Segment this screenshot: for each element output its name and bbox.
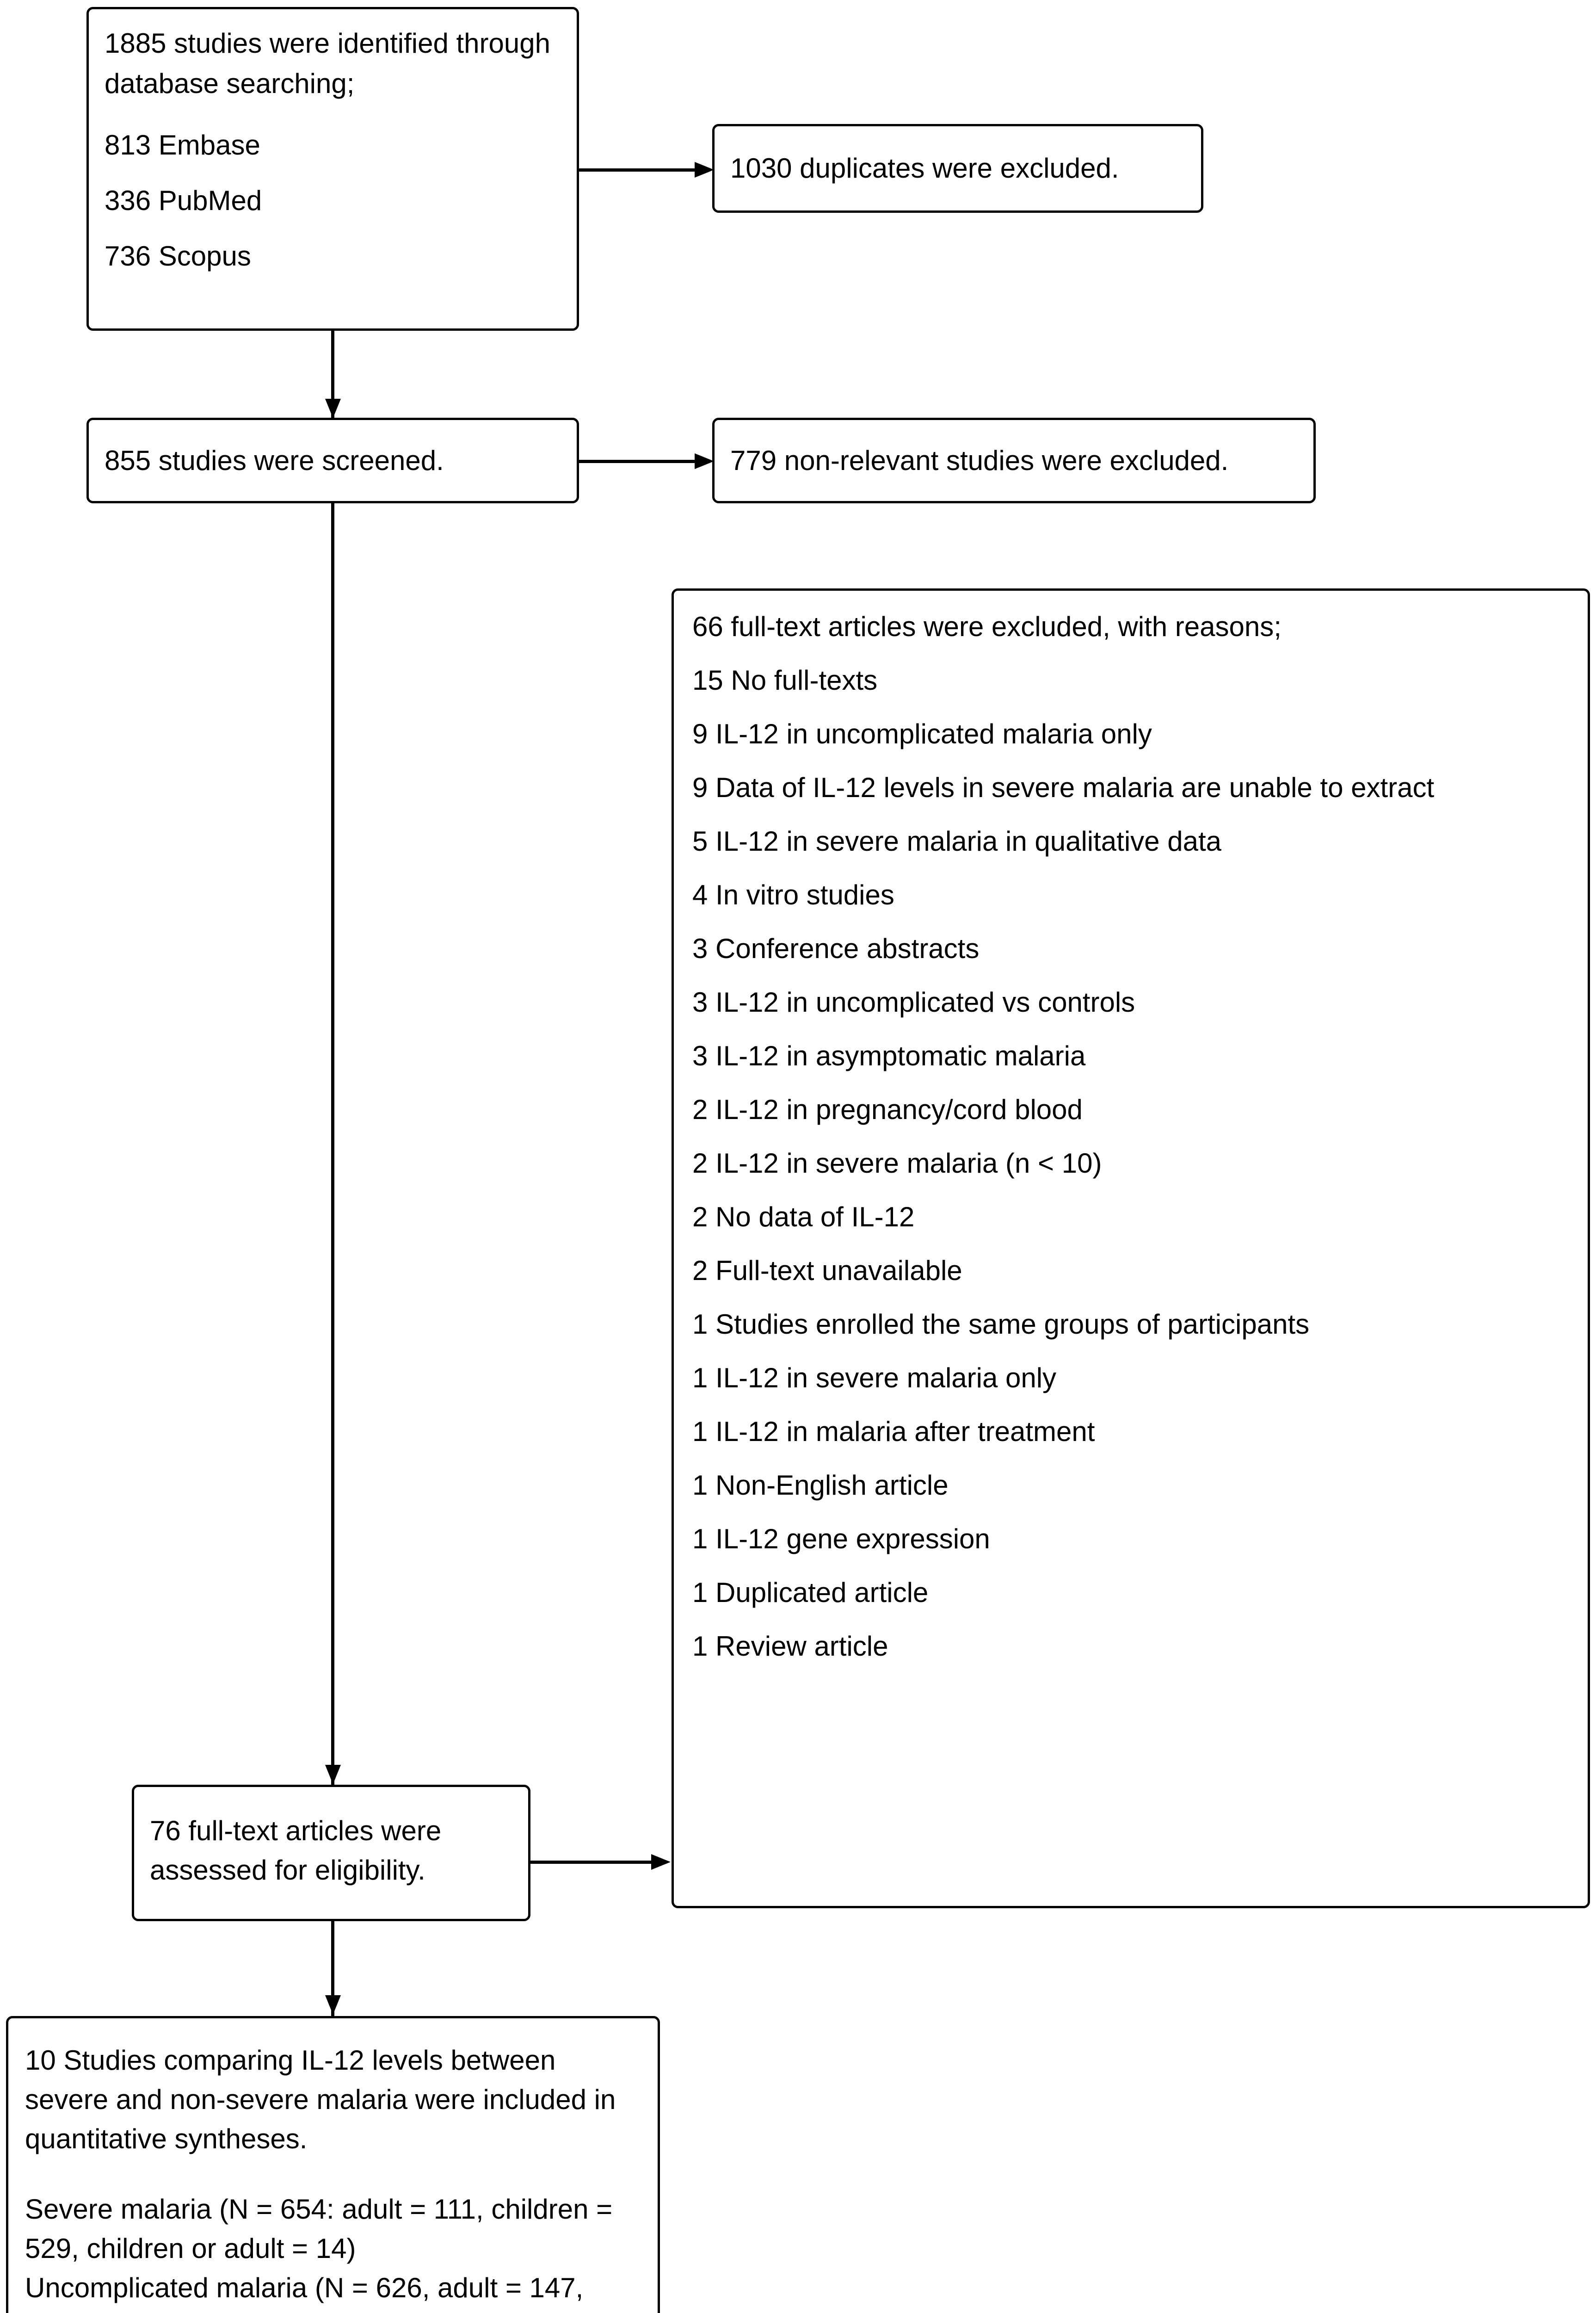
exclusion-reason: 1 Non-English article [692,1470,949,1501]
identification-header: 1885 studies were identified through dat… [105,28,558,99]
exclusion-reason: 1 IL-12 in malaria after treatment [692,1416,1095,1447]
duplicates-excluded-box: 1030 duplicates were excluded. [712,124,1203,213]
nonrelevant-excluded-text: 779 non-relevant studies were excluded. [730,445,1229,476]
identification-source-pubmed: 336 PubMed [105,185,262,216]
duplicates-excluded-text: 1030 duplicates were excluded. [730,153,1119,184]
arrowhead-to-fulltext-excluded [651,1854,671,1870]
exclusion-reason: 3 IL-12 in asymptomatic malaria [692,1040,1086,1071]
exclusion-reason: 1 Duplicated article [692,1577,929,1608]
exclusion-reason: 4 In vitro studies [692,879,894,910]
screening-text: 855 studies were screened. [105,445,444,476]
arrowhead-to-nonrelevant [695,453,714,469]
exclusion-reason: 2 IL-12 in severe malaria (n < 10) [692,1148,1102,1179]
eligibility-box: 76 full-text articles were assessed for … [132,1785,530,1921]
connector-screening-to-nonrelevant [579,460,696,463]
eligibility-text: 76 full-text articles were assessed for … [150,1815,442,1886]
identification-source-scopus: 736 Scopus [105,241,251,272]
connector-identification-to-screening [331,331,334,419]
screening-box: 855 studies were screened. [86,418,579,503]
exclusion-reason: 3 Conference abstracts [692,933,980,964]
included-uncomplicated-malaria: Uncomplicated malaria (N = 626, adult = … [25,2272,584,2313]
exclusion-reason: 2 Full-text unavailable [692,1255,962,1286]
fulltext-excluded-box: 66 full-text articles were excluded, wit… [672,588,1590,1908]
arrowhead-to-eligibility [325,1765,341,1784]
connector-eligibility-to-fulltext-excluded [530,1861,652,1864]
exclusion-reason: 9 Data of IL-12 levels in severe malaria… [692,772,1435,803]
exclusion-reason: 1 IL-12 in severe malaria only [692,1362,1057,1393]
exclusion-reason: 3 IL-12 in uncomplicated vs controls [692,987,1135,1018]
spacer [105,159,561,187]
included-summary: 10 Studies comparing IL-12 levels betwee… [25,2045,616,2155]
fulltext-excluded-header: 66 full-text articles were excluded, wit… [692,611,1282,642]
connector-screening-to-eligibility [331,503,334,1785]
exclusion-reason: 9 IL-12 in uncomplicated malaria only [692,718,1152,749]
arrowhead-to-screening [325,399,341,418]
identification-source-embase: 813 Embase [105,130,260,161]
exclusion-reason: 2 No data of IL-12 [692,1201,915,1232]
exclusion-reason: 1 Review article [692,1631,888,1662]
exclusion-reason: 1 Studies enrolled the same groups of pa… [692,1309,1310,1340]
exclusion-reason: 15 No full-texts [692,665,878,696]
arrowhead-to-included [325,1995,341,2015]
exclusion-reason: 5 IL-12 in severe malaria in qualitative… [692,826,1221,857]
exclusion-reason: 2 IL-12 in pregnancy/cord blood [692,1094,1083,1125]
arrowhead-to-duplicates [695,162,714,178]
connector-identification-to-duplicates [579,168,696,172]
connector-eligibility-to-included [331,1921,334,2016]
spacer [105,215,561,242]
nonrelevant-excluded-box: 779 non-relevant studies were excluded. [712,418,1316,503]
included-box: 10 Studies comparing IL-12 levels betwee… [6,2016,660,2313]
included-severe-malaria: Severe malaria (N = 654: adult = 111, ch… [25,2193,613,2264]
spacer [105,104,561,131]
exclusion-reason: 1 IL-12 gene expression [692,1523,990,1554]
identification-box: 1885 studies were identified through dat… [86,7,579,331]
